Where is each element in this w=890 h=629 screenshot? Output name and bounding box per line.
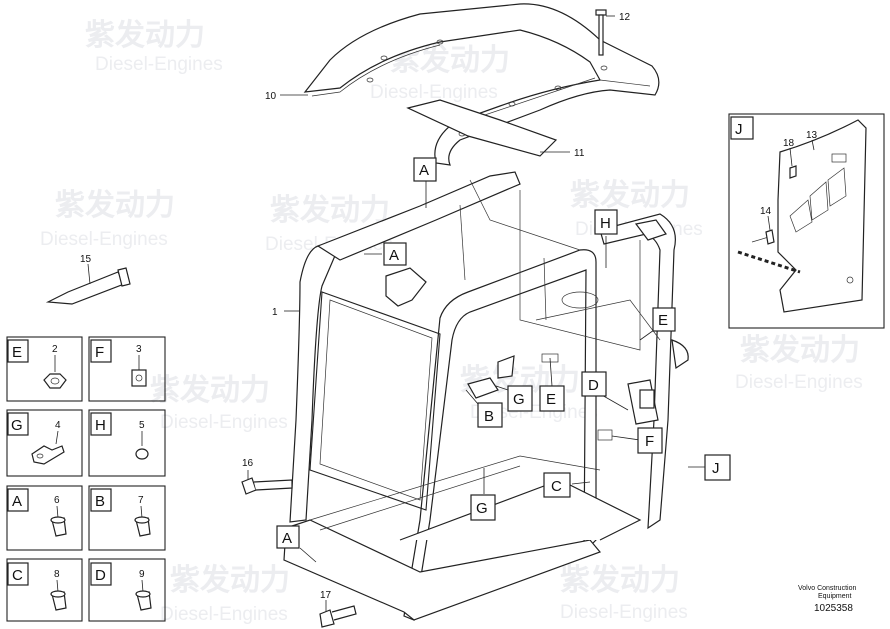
callout-e-right: E	[652, 307, 676, 332]
callout-d: D	[581, 371, 607, 397]
sealant-tube	[45, 267, 131, 305]
legend-c-num: 8	[54, 569, 60, 580]
watermark-en: Diesel-Engines	[40, 229, 168, 250]
legend-box-c8: C 8	[6, 558, 83, 622]
part-label-16: 16	[242, 458, 254, 469]
svg-text:C: C	[551, 478, 562, 495]
footer-line2: Equipment	[818, 593, 852, 600]
roof-bolt	[595, 9, 607, 56]
watermark-cn: 紫发动力	[150, 373, 270, 408]
legend-c-letter: C	[12, 567, 23, 584]
leader-lines	[87, 15, 712, 612]
callout-f: F	[637, 427, 663, 454]
svg-text:A: A	[419, 162, 429, 179]
watermark-en: Diesel-Engines	[370, 82, 498, 103]
watermark-en: Diesel-Engines	[160, 604, 288, 625]
svg-text:H: H	[600, 215, 611, 232]
svg-text:J: J	[712, 460, 720, 477]
legend-f-letter: F	[95, 344, 104, 361]
publisher-footer: Volvo Construction Equipment 1025358	[798, 585, 856, 614]
callout-a-mid: A	[383, 242, 407, 266]
callout-boxes: A A A H E D B G	[276, 157, 731, 549]
callout-g-mid: G	[507, 385, 533, 412]
svg-text:G: G	[513, 391, 525, 408]
part-label-13: 13	[806, 130, 818, 141]
inset-j-label: J	[735, 121, 743, 138]
svg-text:A: A	[282, 530, 292, 547]
callout-j-main: J	[704, 454, 731, 481]
legend-h-num: 5	[139, 420, 145, 431]
part-label-12: 12	[619, 12, 631, 23]
callout-h: H	[594, 209, 618, 235]
legend-g-letter: G	[11, 417, 23, 434]
watermark-en: Diesel-Engines	[735, 372, 863, 393]
watermark-cn: 紫发动力	[170, 563, 290, 598]
legend-h-letter: H	[95, 417, 106, 434]
svg-text:E: E	[658, 312, 668, 329]
callout-g-bottom: G	[470, 494, 496, 521]
legend-d-num: 9	[139, 569, 145, 580]
svg-text:E: E	[546, 391, 556, 408]
legend-g-num: 4	[55, 420, 61, 431]
legend-box-a6: A 6	[6, 485, 83, 551]
part-label-15: 15	[80, 254, 92, 265]
svg-text:D: D	[588, 377, 599, 394]
hardware-legend: E 2 F 3 G 4 H 5	[6, 336, 166, 622]
callout-b: B	[477, 402, 503, 428]
watermark-cn: 紫发动力	[55, 188, 175, 223]
legend-box-h5: H 5	[88, 409, 166, 477]
legend-a-letter: A	[12, 493, 22, 510]
callout-c: C	[543, 472, 571, 498]
part-numbers: 12 10 11 1 15 16 17 13 18 14	[80, 12, 818, 601]
legend-e-letter: E	[12, 344, 22, 361]
legend-e-num: 2	[52, 344, 58, 355]
detail-inset-j: J	[728, 113, 885, 329]
footer-code: 1025358	[814, 603, 853, 614]
cab-bolt-17	[319, 605, 357, 628]
svg-text:B: B	[484, 408, 494, 425]
legend-f-num: 3	[136, 344, 142, 355]
part-label-1: 1	[272, 307, 278, 318]
watermark-cn: 紫发动力	[740, 333, 860, 368]
svg-text:A: A	[389, 247, 399, 264]
legend-box-f3: F 3	[88, 336, 166, 402]
callout-a-bottom: A	[276, 525, 300, 549]
legend-b-num: 7	[138, 495, 144, 506]
legend-box-e2: E 2	[6, 336, 83, 402]
legend-box-d9: D 9	[88, 558, 166, 622]
part-label-11: 11	[574, 148, 585, 159]
callout-a-top: A	[413, 157, 437, 182]
legend-box-b7: B 7	[88, 485, 166, 551]
watermark-cn: 紫发动力	[270, 193, 390, 228]
watermark-cn: 紫发动力	[570, 178, 690, 213]
watermark-cn: 紫发动力	[560, 563, 680, 598]
seal-strip	[406, 99, 558, 157]
watermark-cn: 紫发动力	[85, 18, 205, 53]
part-label-14: 14	[760, 206, 772, 217]
watermark-en: Diesel-Engines	[560, 602, 688, 623]
watermark-en: Diesel-Engines	[95, 54, 223, 75]
svg-text:G: G	[476, 500, 488, 517]
part-label-10: 10	[265, 91, 277, 102]
footer-line1: Volvo Construction	[798, 585, 856, 592]
legend-d-letter: D	[95, 567, 106, 584]
svg-text:F: F	[645, 433, 654, 450]
legend-box-g4: G 4	[6, 409, 83, 477]
legend-a-num: 6	[54, 495, 60, 506]
legend-b-letter: B	[95, 493, 105, 510]
part-label-17: 17	[320, 590, 332, 601]
callout-e-mid: E	[539, 385, 565, 412]
part-label-18: 18	[783, 138, 795, 149]
watermark-en: Diesel-Engines	[160, 412, 288, 433]
cab-bolt-16	[241, 477, 293, 495]
